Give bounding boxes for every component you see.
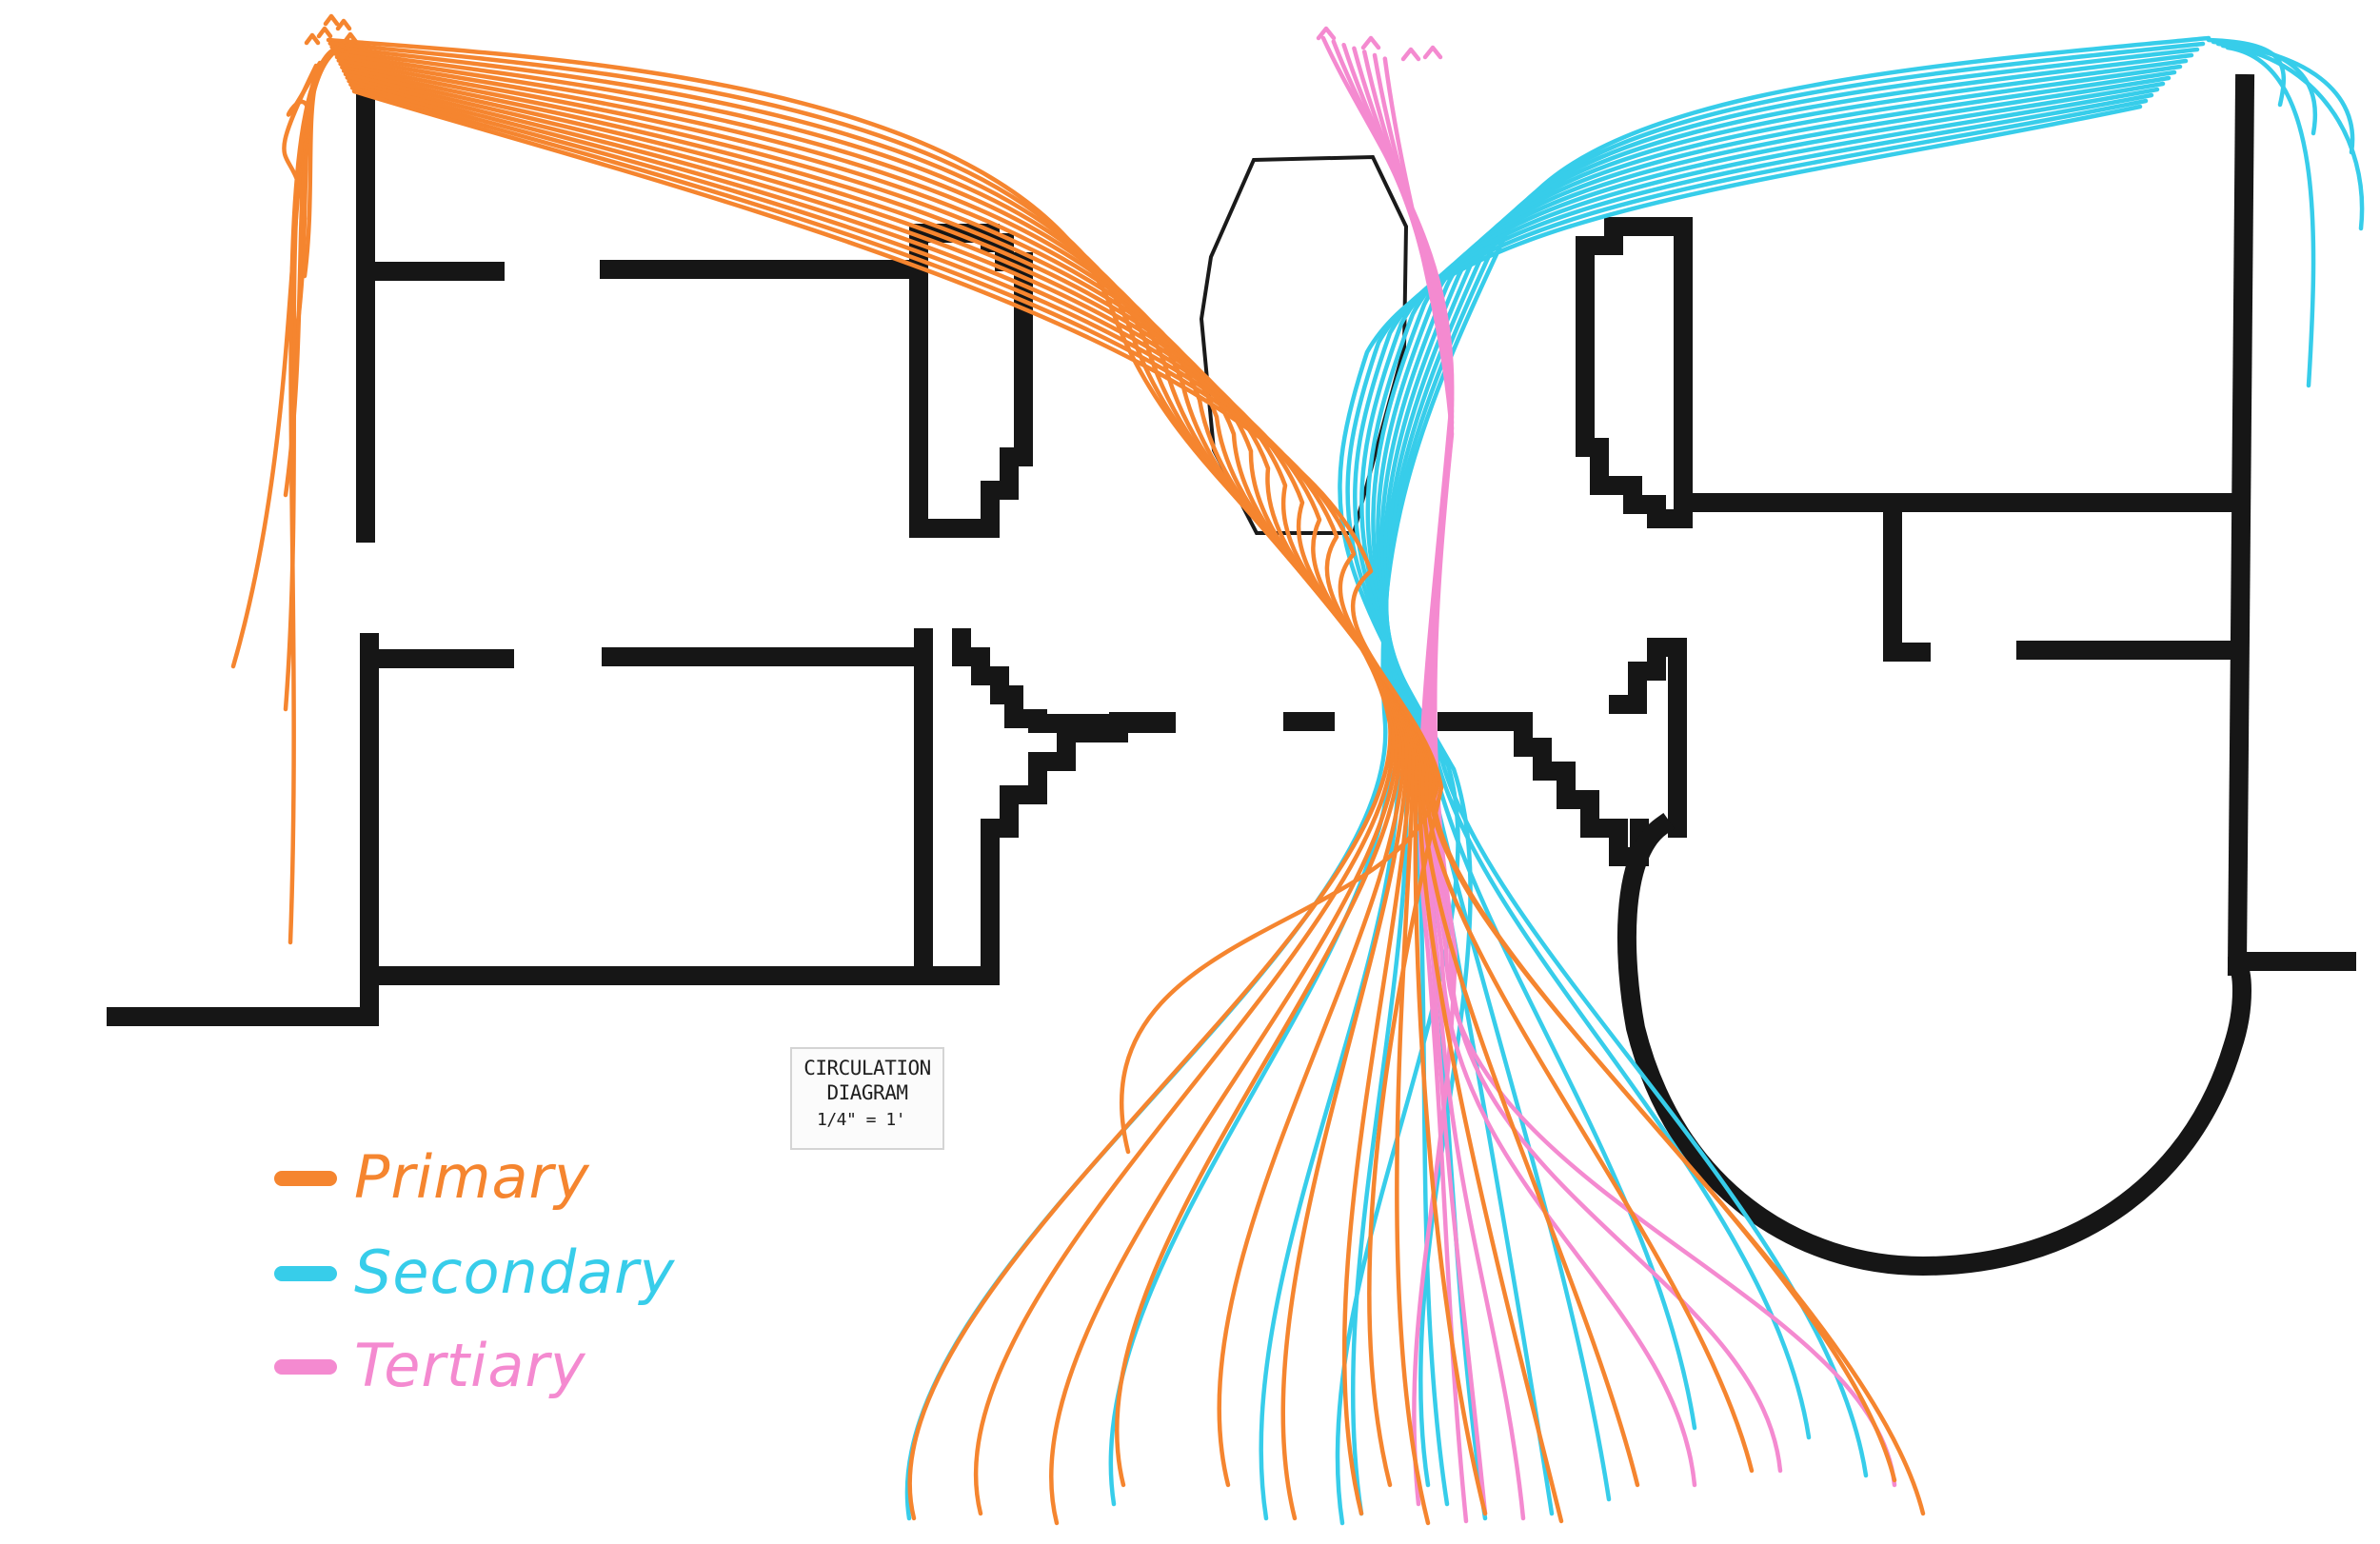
title-block: CIRCULATION DIAGRAM 1/4" = 1' — [790, 1047, 944, 1150]
primary-arrowhead — [316, 26, 333, 39]
title-block-subtitle: DIAGRAM — [826, 1081, 908, 1104]
primary-path-left — [282, 63, 319, 222]
wall-right-stepped-upper — [1576, 217, 1693, 528]
legend-label-secondary: Secondary — [354, 1237, 676, 1307]
primary-path — [345, 75, 1755, 1474]
secondary-circulation-paths — [904, 35, 2365, 1526]
legend-swatch-secondary — [274, 1266, 337, 1281]
primary-arrowhead — [335, 18, 352, 31]
wall-right-curve — [1616, 813, 2251, 1277]
secondary-path — [1365, 81, 2166, 1431]
title-block-scale: 1/4" = 1' — [817, 1110, 906, 1130]
wall-left-stepped-lower — [914, 628, 1176, 985]
legend-swatch-tertiary — [274, 1359, 337, 1375]
right-building — [1438, 73, 2356, 1277]
secondary-path — [1350, 52, 2194, 1516]
tertiary-arrowhead — [1316, 26, 1337, 41]
secondary-path — [1359, 87, 2160, 1440]
secondary-path-right — [2215, 41, 2355, 155]
primary-circulation-paths — [230, 13, 1926, 1526]
secondary-path — [1259, 47, 2200, 1521]
wall-left-stepped-upper — [909, 224, 1033, 538]
primary-path-left — [288, 57, 327, 945]
tertiary-arrowhead — [1360, 35, 1381, 50]
secondary-path — [1371, 75, 2172, 1502]
secondary-path — [1376, 69, 2177, 1516]
legend-label-primary: Primary — [354, 1142, 590, 1212]
secondary-path — [1381, 58, 2189, 1507]
tertiary-path — [1382, 56, 1458, 1507]
primary-path — [349, 86, 1440, 1155]
wall-right-vertical — [2227, 73, 2255, 977]
tertiary-arrowhead — [1422, 45, 1443, 60]
primary-arrowhead — [304, 32, 321, 46]
left-building — [107, 84, 1335, 1026]
secondary-path-right — [2220, 43, 2365, 231]
secondary-path — [1378, 64, 2183, 1521]
tertiary-arrowhead — [1400, 47, 1421, 62]
wall-right-stepped-lower — [1438, 638, 1687, 866]
secondary-path-right — [2225, 45, 2316, 388]
primary-path — [343, 71, 1640, 1488]
primary-path — [341, 69, 1564, 1524]
primary-arrowhead — [342, 31, 359, 45]
primary-path — [351, 89, 1444, 1488]
legend-swatch-primary — [274, 1171, 337, 1186]
title-block-title: CIRCULATION — [803, 1057, 931, 1079]
secondary-path — [1108, 41, 2206, 1507]
primary-path — [348, 82, 1926, 1516]
primary-arrowhead — [323, 13, 340, 27]
legend-label-tertiary: Tertiary — [354, 1331, 586, 1400]
